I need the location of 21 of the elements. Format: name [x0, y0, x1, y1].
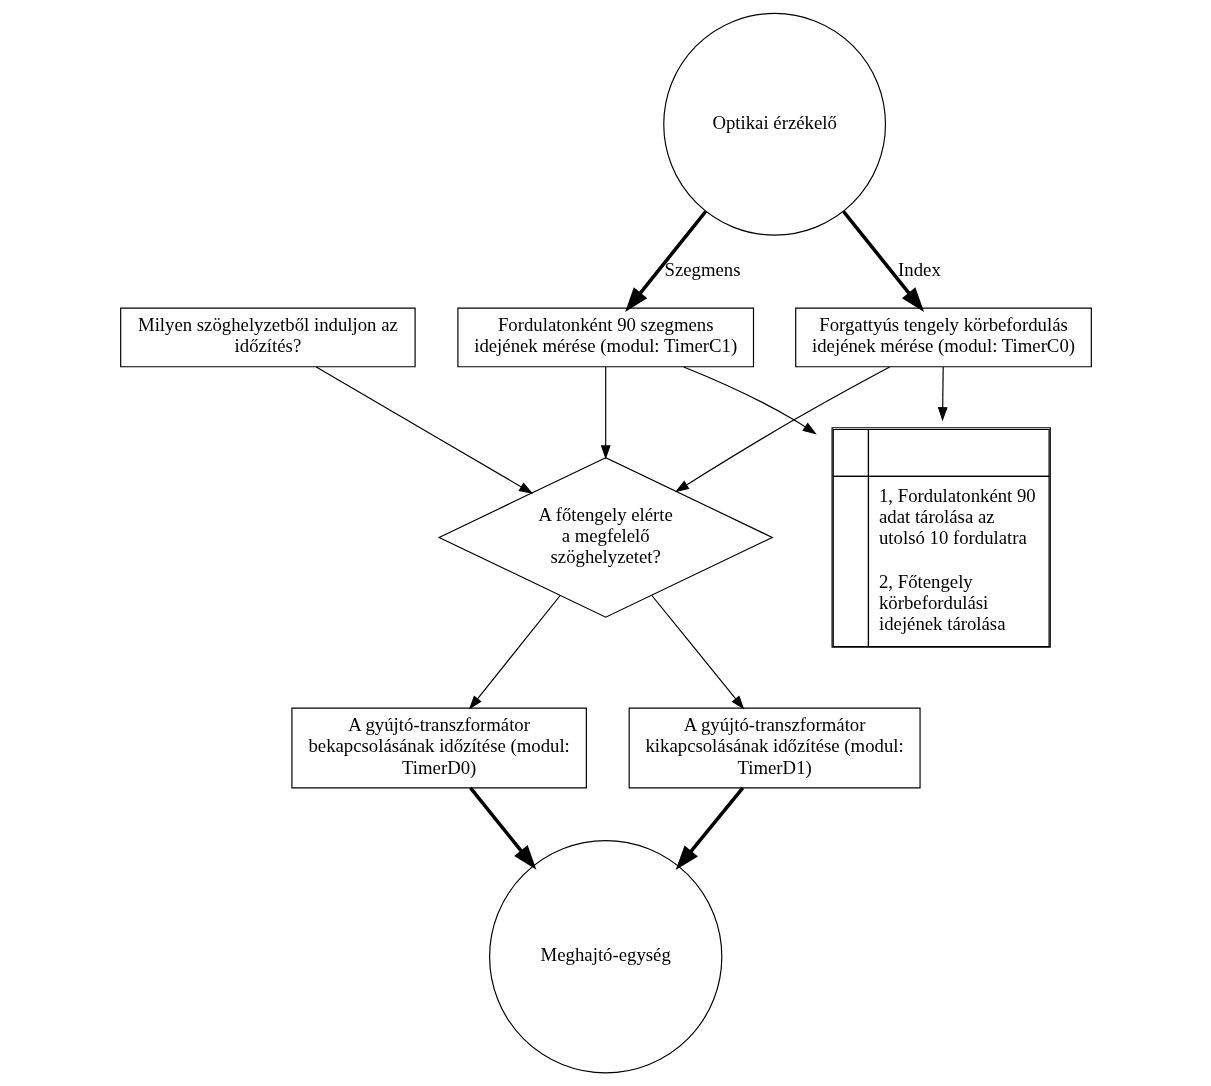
arrow — [682, 366, 817, 435]
node-diamond: A főtengely elérte a megfelelő szöghelyzetet? — [437, 457, 774, 618]
arrow — [937, 366, 948, 422]
arrow — [674, 366, 890, 493]
arrow — [315, 366, 533, 494]
edge-label: Index — [897, 259, 941, 281]
edge-label: Szegmens — [663, 259, 740, 281]
arrow — [675, 786, 744, 871]
node-box: A gyújtó-transzformátor kikapcsolásának időzítése (modul: TimerD1) — [628, 707, 921, 789]
node-box: Forgattyús tengely körbefordulás idejének mérése (modul: TimerC0) — [794, 307, 1092, 368]
arrow — [650, 594, 744, 710]
arrow — [468, 786, 536, 870]
node-box: Fordulatonként 90 szegmens idejének mérése (modul: TimerC1) — [456, 307, 754, 368]
node-box: Milyen szöghelyzetből induljon az időzítés? — [119, 307, 416, 368]
node-circle: Optikai érzékelő — [662, 12, 886, 236]
arrow — [841, 210, 924, 313]
node-box: A gyújtó-transzformátor bekapcsolásának időzítése (modul: TimerD0) — [290, 707, 587, 789]
node-circle: Meghajtó-egység — [488, 840, 722, 1074]
arrow — [600, 366, 611, 460]
arrow — [624, 210, 707, 313]
arrow — [468, 594, 561, 710]
